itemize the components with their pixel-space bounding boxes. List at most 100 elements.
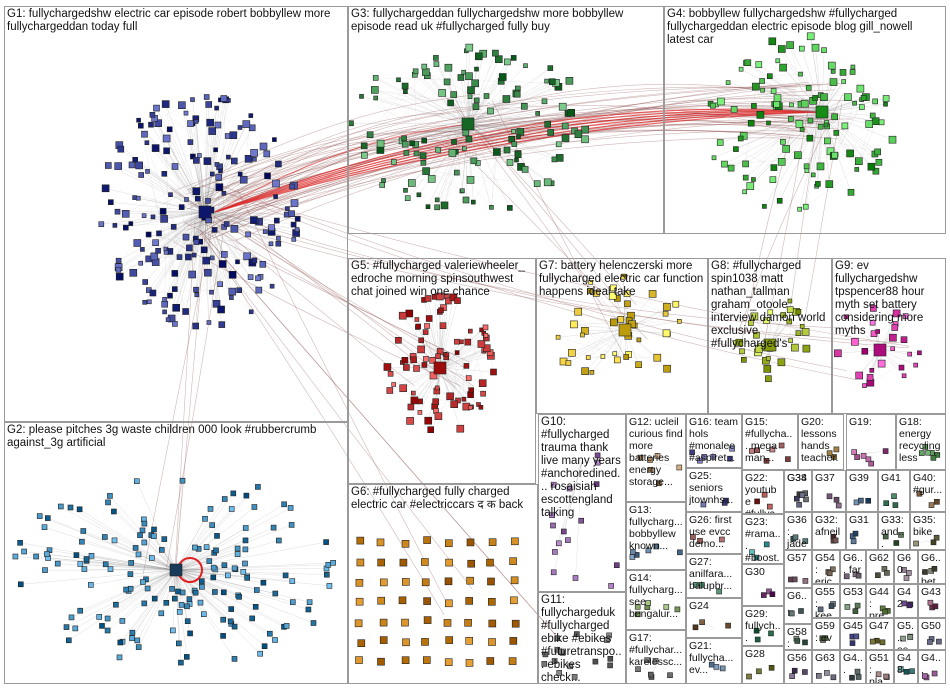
group-label-g58: G58: #ful... [787,626,807,650]
edge [467,123,515,145]
edge [821,111,870,125]
node-g4 [795,120,804,128]
edge [175,569,244,572]
node-g1 [275,240,282,247]
node-g4 [751,103,757,109]
edge [558,329,626,338]
edge [467,82,557,125]
edge [407,123,469,199]
edge [80,563,177,571]
edge [144,523,177,571]
node-g1 [289,183,295,190]
edge [740,111,823,139]
inter-group-edge [183,221,471,363]
edge [204,153,267,213]
node-g1 [221,191,227,196]
node-g1 [190,153,196,160]
node-g4 [760,87,765,93]
group-cell-g21: G21: fullycha... ev... [686,638,742,684]
node-g3 [494,55,503,64]
group-label-g51: G51: pla... [869,652,889,684]
edge [837,349,881,354]
group-label-g61: G6... [787,590,807,614]
edge [427,123,469,207]
node-g1 [161,100,170,108]
node-g5 [423,356,429,362]
group-label-g48: G48 [897,652,912,676]
edge [175,569,182,663]
edge [879,349,920,353]
inter-group-edge [441,119,826,130]
inter-group-edge [216,131,495,193]
node-g1 [200,246,208,254]
edge [375,77,466,133]
inter-group-edge [489,112,832,121]
node-g3 [506,159,514,166]
group-cell-g5: G5: #fullycharged valeriewheeler_ edroch… [348,258,536,484]
group-label-g11: G11: fullychargeduk #fullycharged ebike … [541,594,622,684]
node-g1 [262,229,268,234]
edge [821,66,854,113]
edge [692,536,715,544]
group-label-g6: G6: #fullycharged fully charged electric… [351,486,524,511]
edge [821,111,877,172]
node-g1 [272,137,277,142]
edge [467,59,500,125]
node-g4 [768,37,777,46]
edge [553,461,583,573]
edge [821,111,872,167]
node-g1 [218,168,223,174]
edge [437,149,492,208]
node-g1 [163,147,170,155]
group-label-g59: G59: ev [815,620,835,644]
node-g4 [812,95,818,101]
group-cell-g40: G40: #gur... [910,470,946,512]
edge [380,123,469,151]
inter-group-edge [230,220,864,330]
edge [122,569,177,622]
edge [581,639,596,662]
node-g4 [742,174,749,181]
edge [710,103,823,113]
edge [380,81,502,144]
node-g3 [533,180,541,187]
node-g1 [231,157,238,165]
edge [467,123,511,209]
edge [175,569,270,634]
edge [436,123,469,208]
node-g1 [192,322,199,330]
node-g1 [193,239,200,245]
edge [143,519,177,571]
edge [821,88,861,113]
edge [192,156,206,213]
edge [370,123,469,135]
group-label-g10: G10: #fullycharged trauma thank live man… [541,416,621,519]
edge [428,367,441,421]
node-g4 [727,164,735,172]
node-g4 [766,120,771,126]
node-g3 [412,68,419,75]
edge [557,639,583,650]
node-g1 [145,169,150,174]
node-g5 [410,356,417,364]
inter-group-edge [216,211,909,349]
node-g4 [770,164,778,171]
edge [164,177,219,300]
inter-group-edge [172,241,461,387]
edge [204,123,247,213]
node-g3 [372,75,379,81]
edge [467,61,508,125]
node-g5 [468,387,475,394]
edge [138,569,177,648]
node-g1 [194,292,200,298]
edge [218,163,279,178]
node-g1 [105,162,112,169]
group-label-g4: G4: bobbyllew fullychargedshw #fullychar… [667,8,916,46]
node-g4 [854,157,863,165]
node-g1 [290,221,297,228]
inter-group-edge [187,94,480,191]
edge [427,81,553,207]
edge [821,103,886,113]
edge [152,211,206,294]
edge [204,175,268,213]
